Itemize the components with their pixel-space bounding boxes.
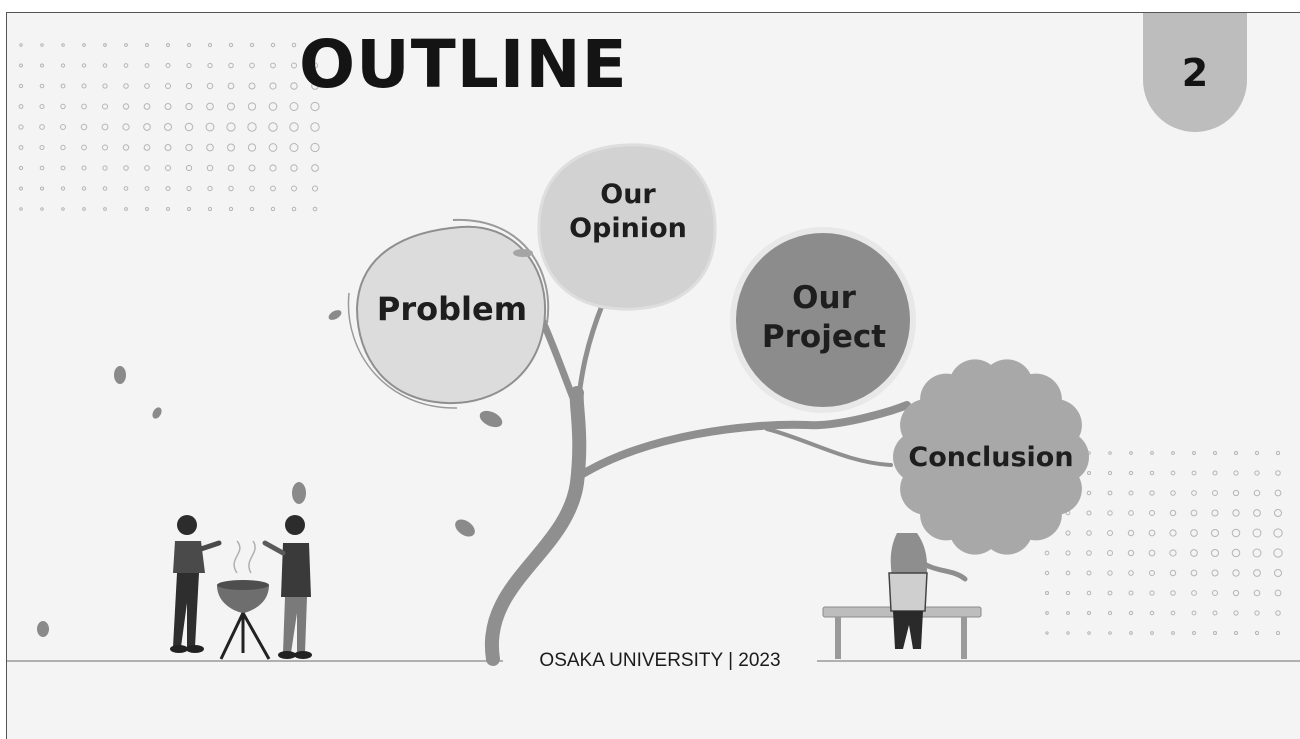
opinion-bubble[interactable] bbox=[537, 143, 717, 311]
outline-item-opinion[interactable]: Our Opinion bbox=[569, 179, 687, 244]
problem-bubble[interactable] bbox=[355, 225, 547, 405]
page-number: 2 bbox=[1181, 51, 1209, 95]
slide-title: OUTLINE bbox=[299, 26, 628, 103]
outline-item-project[interactable]: Our Project bbox=[761, 280, 887, 355]
conclusion-bubble[interactable] bbox=[893, 359, 1089, 555]
footer-text: OSAKA UNIVERSITY | 2023 bbox=[503, 649, 817, 673]
slide-artwork bbox=[7, 42, 1300, 666]
dot-grid-bottom-right bbox=[1044, 450, 1283, 636]
outline-item-conclusion[interactable]: Conclusion bbox=[908, 442, 1074, 473]
falling-leaves bbox=[37, 249, 533, 637]
dot-grid-top-left bbox=[18, 42, 320, 212]
people-grilling-illustration bbox=[170, 515, 312, 660]
outline-item-problem[interactable]: Problem bbox=[376, 290, 528, 328]
person-on-bench-illustration bbox=[822, 533, 982, 659]
slide: OUTLINE 2 Problem Our Opinion Our Projec… bbox=[6, 12, 1300, 739]
page-number-tab: 2 bbox=[1143, 13, 1247, 132]
